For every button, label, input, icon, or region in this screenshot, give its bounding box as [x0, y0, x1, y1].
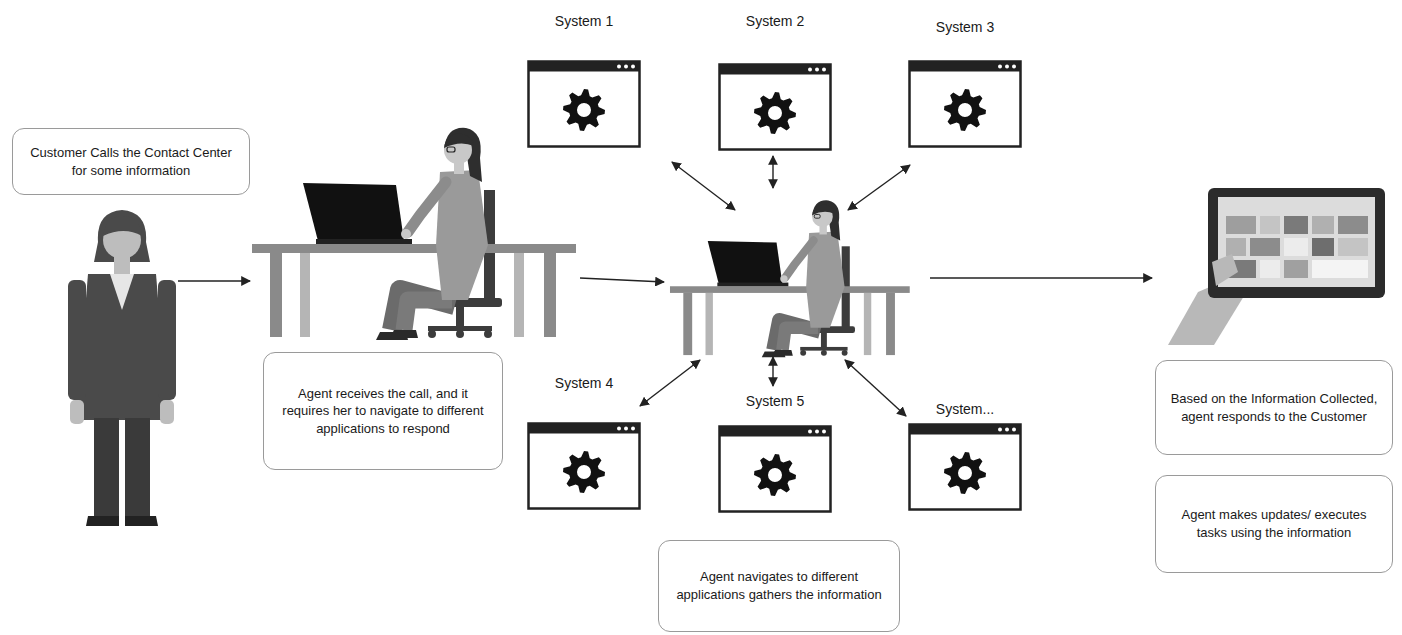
node-text: Customer Calls the Contact Center for so… — [23, 144, 239, 179]
agent-figure-large — [252, 128, 576, 340]
node-text: System 5 — [705, 392, 845, 411]
window-icon — [527, 60, 641, 148]
callout-box: Agent receives the call, and it requires… — [263, 352, 503, 470]
window-icon — [908, 423, 1022, 511]
system-window: System... — [895, 400, 1035, 511]
system-window: System 2 — [705, 12, 845, 151]
node-text: Agent receives the call, and it requires… — [274, 385, 492, 438]
system-window: System 4 — [514, 374, 654, 510]
node-text: System 2 — [705, 12, 845, 31]
tablet-figure — [1168, 188, 1385, 345]
callout-box: Customer Calls the Contact Center for so… — [12, 128, 250, 195]
node-text: System 3 — [895, 18, 1035, 37]
system-window: System 1 — [514, 12, 654, 148]
node-text: System 4 — [514, 374, 654, 393]
agent-figure-small — [670, 200, 910, 357]
node-text: Agent makes updates/ executes tasks usin… — [1166, 506, 1382, 541]
window-icon — [527, 422, 641, 510]
system-window: System 5 — [705, 392, 845, 513]
node-text: Agent navigates to different application… — [669, 568, 889, 603]
system-window: System 3 — [895, 18, 1035, 148]
window-icon — [718, 63, 832, 151]
callout-box: Based on the Information Collected, agen… — [1155, 360, 1393, 455]
customer-figure — [68, 210, 176, 526]
window-icon — [908, 60, 1022, 148]
node-text: Based on the Information Collected, agen… — [1166, 390, 1382, 425]
node-text: System 1 — [514, 12, 654, 31]
window-icon — [718, 425, 832, 513]
callout-box: Agent makes updates/ executes tasks usin… — [1155, 475, 1393, 573]
callout-box: Agent navigates to different application… — [658, 540, 900, 632]
node-text: System... — [895, 400, 1035, 419]
